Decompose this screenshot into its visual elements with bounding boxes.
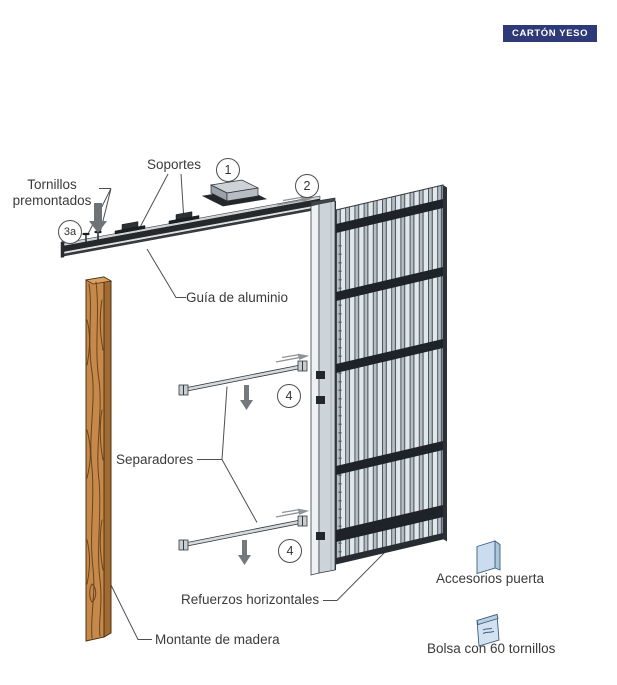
callout-step-2: 2 [295, 174, 319, 198]
callout-step-4-lower: 4 [278, 539, 302, 563]
wood-stud [84, 276, 113, 642]
door-cassette [310, 184, 447, 576]
cassette-panel-ribs [335, 184, 444, 565]
screw-bag-icon [476, 613, 500, 647]
carton-yeso-badge: CARTÓN YESO [503, 25, 598, 42]
support-bracket-icon [201, 179, 268, 207]
label-refuerzos-horizontales: Refuerzos horizontales [181, 592, 320, 607]
label-accesorios-puerta: Accesorios puerta [436, 571, 545, 586]
callout-step-4-upper: 4 [277, 384, 301, 408]
callout-step-1: 1 [216, 158, 240, 182]
spacer-bar-upper [178, 360, 308, 396]
cassette-left-post [310, 197, 336, 576]
cassette-bottom-frame [336, 533, 443, 564]
label-bolsa-tornillos: Bolsa con 60 tornillos [427, 641, 556, 656]
rail-bracket-right [168, 211, 200, 225]
label-soportes: Soportes [147, 157, 202, 172]
spacer-bar-lower [178, 515, 308, 551]
label-montante-madera: Montante de madera [155, 632, 280, 647]
spacer-down-arrow-upper [240, 385, 253, 410]
wood-grain [86, 281, 104, 639]
rail-bracket-left [114, 221, 146, 235]
label-guia-aluminio: Guía de aluminio [186, 290, 289, 305]
spacer-down-arrow-lower [238, 540, 251, 565]
callout-step-3a: 3a [58, 220, 82, 244]
label-separadores: Separadores [116, 452, 194, 467]
down-arrow-icon [89, 203, 107, 233]
insert-arrow-icons [275, 196, 313, 518]
leader-lines [88, 173, 389, 640]
accessories-pouch-icon [476, 540, 501, 575]
cassette-right-edge [443, 185, 447, 542]
aluminum-rail [60, 195, 321, 258]
horizontal-reinforcement-bars [336, 199, 443, 542]
label-tornillos-premontados: Tornillos premontados [12, 177, 92, 208]
